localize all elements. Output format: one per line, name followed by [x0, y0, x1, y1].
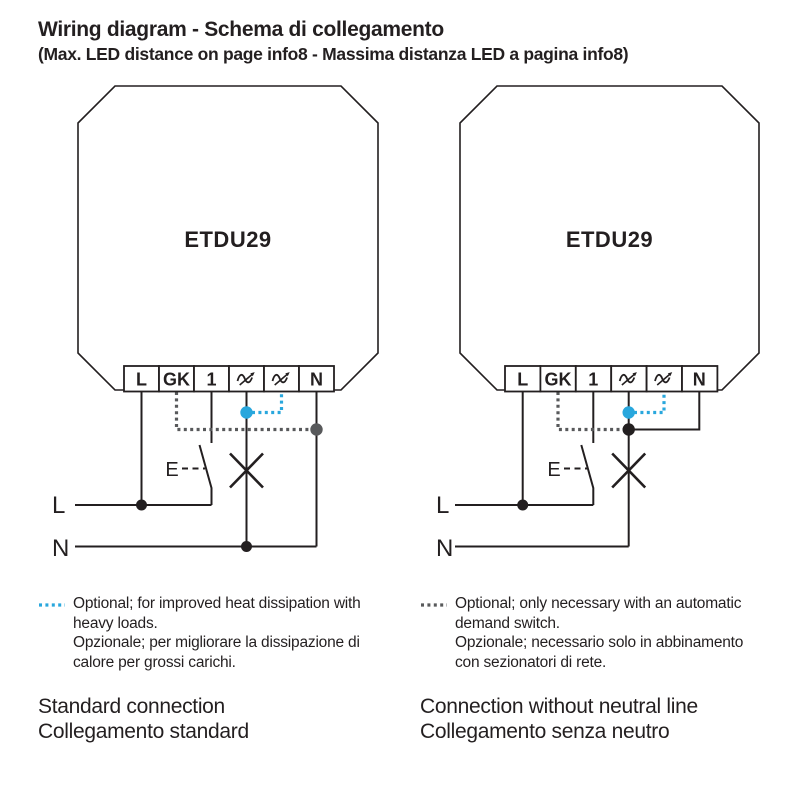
terminal-label-l: L [517, 370, 528, 390]
caption-left: Standard connection Collegamento standar… [38, 694, 249, 744]
junction-dot [622, 423, 635, 436]
diagram-standard-connection: ETDU29 E [52, 85, 379, 562]
supply-label-n: N [436, 535, 453, 562]
junction-dot-gray [310, 423, 323, 436]
wire-neutral-loop [628, 391, 701, 431]
title-line-1: Wiring diagram - Schema di collegamento [38, 18, 444, 41]
legend-right: Optional; only necessary with an automat… [420, 594, 772, 672]
optional-link-gray [556, 392, 629, 432]
legend-line: Opzionale; necessario solo in abbinament… [455, 634, 744, 651]
terminal-strip: L GK 1 N [123, 365, 335, 393]
device-model-label: ETDU29 [184, 227, 271, 252]
terminal-cell [193, 365, 230, 393]
legend-right-text: Optional; only necessary with an automat… [455, 594, 743, 672]
legend-left: Optional; for improved heat dissipation … [38, 594, 390, 672]
pushbutton-label: E [547, 459, 560, 481]
cyan-dotted-line-swatch [39, 603, 65, 607]
lamp-icon [229, 452, 264, 489]
junction-dot [136, 499, 147, 511]
junction-dot [517, 499, 529, 511]
optional-link-cyan [634, 392, 666, 415]
optional-link-cyan [252, 392, 284, 415]
legend-line: Optional; for improved heat dissipation … [73, 595, 361, 612]
terminal-label-gk: GK [545, 370, 572, 390]
junction-dot [241, 541, 252, 552]
diagram-without-neutral: ETDU29 E [436, 85, 760, 562]
pushbutton-switch-icon [198, 444, 213, 505]
supply-label-l: L [52, 492, 65, 519]
terminal-label-n: N [693, 370, 706, 390]
terminal-strip: L GK 1 N [504, 365, 719, 393]
terminal-cell [298, 365, 335, 393]
supply-label-l: L [436, 492, 449, 519]
pushbutton-label: E [165, 459, 178, 481]
terminal-cell [681, 365, 719, 393]
legend-line: Optional; only necessary with an automat… [455, 595, 742, 612]
optional-link-gray [174, 392, 317, 432]
lamp-icon [611, 452, 647, 489]
legend-line: demand switch. [455, 614, 560, 632]
terminal-label-1: 1 [588, 370, 598, 390]
caption-right: Connection without neutral line Collegam… [420, 694, 698, 744]
supply-label-n: N [52, 535, 69, 562]
junction-dot-cyan [240, 406, 253, 419]
legend-line: heavy loads. [73, 614, 158, 632]
caption-left-en: Standard connection [38, 695, 225, 718]
caption-right-it: Collegamento senza neutro [420, 720, 670, 743]
gray-dotted-line-swatch [421, 603, 447, 607]
legend-line: con sezionatori di rete. [455, 653, 607, 671]
terminal-label-1: 1 [206, 370, 216, 390]
terminal-label-gk: GK [163, 370, 190, 390]
pushbutton-switch-icon [580, 444, 595, 505]
terminal-cell [123, 365, 160, 393]
caption-left-it: Collegamento standard [38, 720, 249, 743]
device-outline [459, 85, 760, 391]
legend-line: Opzionale; per migliorare la dissipazion… [73, 634, 360, 651]
legend-left-text: Optional; for improved heat dissipation … [73, 594, 361, 672]
terminal-label-n: N [310, 370, 323, 390]
device-model-label: ETDU29 [566, 227, 653, 252]
junction-dot-cyan [622, 406, 635, 419]
caption-right-en: Connection without neutral line [420, 695, 698, 718]
page-title: Wiring diagram - Schema di collegamento … [38, 16, 629, 65]
title-line-2: (Max. LED distance on page info8 - Massi… [38, 44, 629, 64]
terminal-label-l: L [136, 370, 147, 390]
device-outline [77, 85, 379, 391]
legend-line: calore per grossi carichi. [73, 653, 236, 671]
